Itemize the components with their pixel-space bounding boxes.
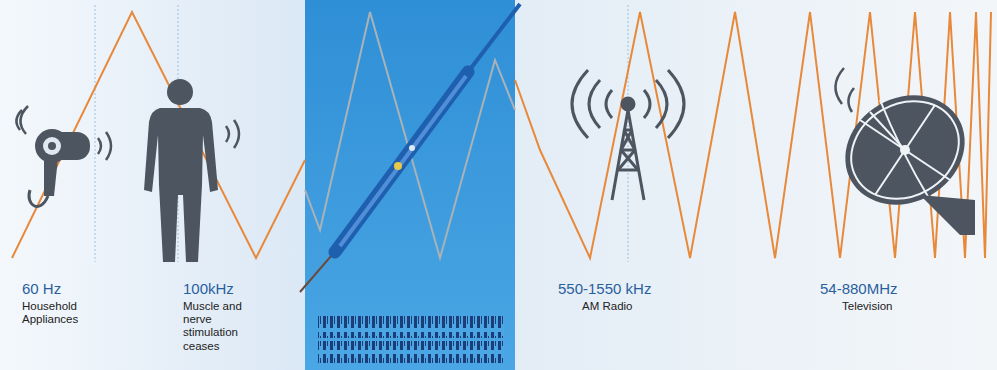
frequency-label: 54-880MHz <box>820 280 898 297</box>
description-label: AM Radio <box>582 300 633 313</box>
electrosurgical-pencil <box>300 4 520 292</box>
right-ground <box>515 0 997 370</box>
frequency-label: 100kHz <box>183 280 234 297</box>
left-ground <box>0 0 305 370</box>
human-silhouette <box>144 79 239 262</box>
high-frequency-wave <box>515 12 991 258</box>
radio-tower-icon <box>572 70 684 200</box>
description-label: Household Appliances <box>22 300 94 326</box>
barcode-strip <box>318 341 504 363</box>
center-panel <box>305 0 515 370</box>
description-label: Muscle and nerve stimulation ceases <box>183 300 261 353</box>
frequency-label: 550-1550 kHz <box>558 280 651 297</box>
satellite-dish-icon <box>825 68 984 235</box>
description-label: Television <box>842 300 893 313</box>
marker-lines <box>95 5 628 262</box>
barcode-strip <box>318 316 504 338</box>
frequency-label: 60 Hz <box>22 280 61 297</box>
hair-dryer-icon <box>16 106 111 206</box>
